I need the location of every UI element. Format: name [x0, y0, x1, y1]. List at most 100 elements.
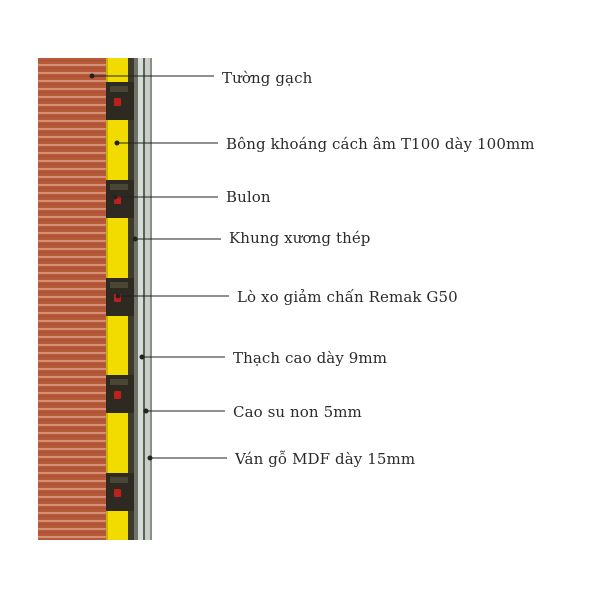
leader-brick-dot	[89, 73, 95, 79]
brick-shade	[38, 84, 106, 85]
leader-mdf-dot	[147, 455, 153, 461]
mortar-joint	[38, 320, 106, 322]
brick-shade	[38, 68, 106, 69]
mortar-joint	[38, 280, 106, 282]
brick-shade	[38, 196, 106, 197]
brick-shade	[38, 460, 106, 461]
brick-shade	[38, 228, 106, 229]
leader-rubber-dot	[143, 408, 149, 414]
mortar-joint	[38, 416, 106, 418]
brick-shade	[38, 308, 106, 309]
mortar-joint	[38, 224, 106, 226]
spring-bracket-layer	[106, 82, 134, 511]
label-gypsum: Thạch cao dày 9mm	[233, 349, 388, 367]
mortar-joint	[38, 360, 106, 362]
label-steel-frame: Khung xương thép	[229, 229, 371, 247]
mortar-joint	[38, 200, 106, 202]
brick-wall	[38, 58, 106, 540]
brick-shade	[38, 412, 106, 413]
leader-lines	[89, 73, 229, 461]
mortar-joint	[38, 336, 106, 338]
mortar-joint	[38, 168, 106, 170]
brick-shade	[38, 284, 106, 285]
mortar-joint	[38, 176, 106, 178]
label-brick-wall: Tường gạch	[222, 69, 313, 87]
bolt-icon	[114, 391, 121, 399]
mortar-joint	[38, 400, 106, 402]
leader-steel-frame-dot	[132, 236, 138, 242]
mortar-joint	[38, 128, 106, 130]
mortar-joint	[38, 272, 106, 274]
brick-shade	[38, 188, 106, 189]
bracket-plate	[110, 282, 128, 288]
brick-shade	[38, 132, 106, 133]
gypsum-board	[138, 58, 143, 540]
mortar-joint	[38, 384, 106, 386]
mortar-joint	[38, 64, 106, 66]
gypsum-edge	[134, 58, 138, 540]
label-spring: Lò xo giảm chấn Remak G50	[237, 288, 458, 306]
brick-shade	[38, 292, 106, 293]
brick-shade	[38, 60, 106, 61]
mortar-joint	[38, 480, 106, 482]
mortar-joint	[38, 344, 106, 346]
mortar-joint	[38, 160, 106, 162]
mortar-joint	[38, 96, 106, 98]
mortar-joint	[38, 120, 106, 122]
mortar-joint	[38, 264, 106, 266]
brick-shade	[38, 324, 106, 325]
brick-shade	[38, 140, 106, 141]
brick-shade	[38, 428, 106, 429]
mortar-joint	[38, 216, 106, 218]
mortar-joint	[38, 424, 106, 426]
brick-wall-layer	[38, 58, 106, 540]
brick-shade	[38, 204, 106, 205]
bracket-plate	[110, 379, 128, 385]
mortar-joint	[38, 392, 106, 394]
bracket-plate	[110, 184, 128, 190]
bolt-icon	[114, 489, 121, 497]
mortar-joint	[38, 488, 106, 490]
brick-shade	[38, 148, 106, 149]
mortar-joint	[38, 496, 106, 498]
mortar-joint	[38, 464, 106, 466]
brick-shade	[38, 420, 106, 421]
brick-shade	[38, 436, 106, 437]
brick-shade	[38, 220, 106, 221]
brick-shade	[38, 156, 106, 157]
mortar-joint	[38, 112, 106, 114]
brick-shade	[38, 212, 106, 213]
mortar-joint	[38, 352, 106, 354]
brick-shade	[38, 356, 106, 357]
mortar-joint	[38, 328, 106, 330]
label-rubber: Cao su non 5mm	[233, 403, 362, 421]
mortar-joint	[38, 504, 106, 506]
bracket-plate	[110, 86, 128, 92]
brick-shade	[38, 348, 106, 349]
brick-shade	[38, 404, 106, 405]
mortar-joint	[38, 240, 106, 242]
mortar-joint	[38, 72, 106, 74]
label-mdf: Ván gỗ MDF dày 15mm	[235, 450, 416, 468]
mortar-joint	[38, 304, 106, 306]
leader-mineral-wool-dot	[114, 140, 120, 146]
bolt-icon	[114, 98, 121, 106]
brick-shade	[38, 300, 106, 301]
brick-shade	[38, 468, 106, 469]
mortar-joint	[38, 248, 106, 250]
brick-shade	[38, 108, 106, 109]
board-layers	[134, 58, 152, 540]
brick-shade	[38, 516, 106, 517]
brick-shade	[38, 332, 106, 333]
bracket-plate	[110, 477, 128, 483]
mortar-joint	[38, 288, 106, 290]
brick-shade	[38, 380, 106, 381]
brick-shade	[38, 524, 106, 525]
mortar-joint	[38, 408, 106, 410]
brick-shade	[38, 508, 106, 509]
mortar-joint	[38, 192, 106, 194]
leader-bolt-dot	[112, 194, 118, 200]
brick-shade	[38, 164, 106, 165]
mortar-joint	[38, 88, 106, 90]
